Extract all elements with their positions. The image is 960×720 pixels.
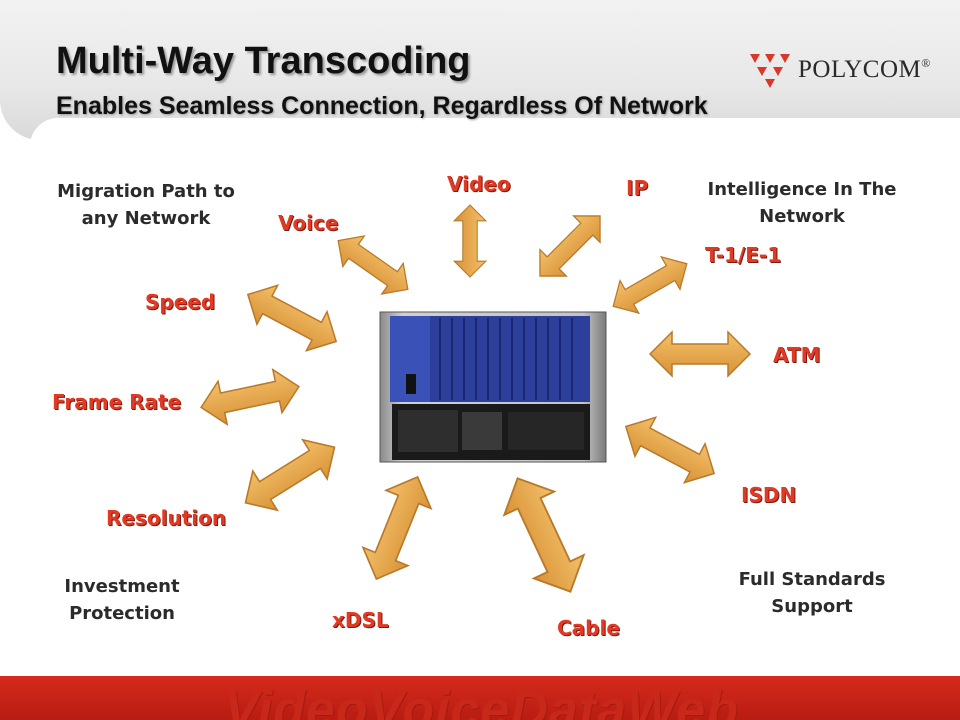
arrow-cable	[491, 465, 597, 605]
arrow-resolution	[232, 426, 348, 524]
footer-bar: VideoVoiceDataWeb	[0, 676, 960, 720]
header-bar	[0, 0, 960, 140]
polycom-wordmark: POLYCOM	[798, 56, 922, 83]
polycom-logo-mark	[750, 54, 790, 88]
benefit-investment-line-2: Protection	[69, 603, 175, 624]
label-cable: Cable	[557, 616, 620, 640]
benefit-standards-line-1: Full Standards	[738, 569, 886, 590]
label-isdn: ISDN	[741, 483, 797, 507]
benefit-intelligence-line-2: Network	[759, 206, 845, 227]
label-frame-rate: Frame Rate	[52, 390, 182, 414]
header-curve	[30, 118, 960, 146]
benefit-standards-line-2: Support	[771, 596, 853, 617]
benefit-full-standards: Full Standards Support	[722, 566, 902, 620]
arrow-speed	[236, 274, 348, 362]
label-voice: Voice	[278, 211, 339, 235]
benefit-intelligence-line-1: Intelligence In The	[707, 179, 897, 200]
label-xdsl: xDSL	[332, 608, 389, 632]
polycom-logo-text: POLYCOM®	[798, 56, 931, 84]
benefit-investment-line-1: Investment	[64, 576, 180, 597]
slide-subtitle: Enables Seamless Connection, Regardless …	[56, 92, 708, 120]
mcu-rack-image	[379, 311, 607, 463]
benefit-migration-line-2: any Network	[81, 208, 211, 229]
label-ip: IP	[626, 176, 649, 200]
benefit-migration-line-1: Migration Path to	[57, 181, 235, 202]
arrow-video	[453, 204, 487, 278]
label-resolution: Resolution	[106, 506, 227, 530]
slide-title: Multi-Way Transcoding	[56, 40, 471, 82]
benefit-investment-protection: Investment Protection	[52, 573, 192, 627]
benefit-intelligence: Intelligence In The Network	[690, 176, 914, 230]
benefit-migration-path: Migration Path to any Network	[46, 178, 246, 232]
footer-watermark: VideoVoiceDataWeb	[224, 681, 739, 720]
label-speed: Speed	[145, 290, 216, 314]
label-video: Video	[447, 172, 511, 196]
arrow-isdn	[614, 406, 726, 494]
arrow-t1e1	[603, 246, 697, 324]
label-atm: ATM	[773, 343, 821, 367]
arrow-xdsl	[353, 467, 441, 589]
label-t1e1: T-1/E-1	[705, 243, 782, 267]
arrow-frame-rate	[195, 364, 305, 430]
arrow-atm	[649, 331, 751, 377]
polycom-logo: POLYCOM®	[746, 48, 942, 92]
registered-mark: ®	[921, 56, 931, 70]
arrow-ip	[526, 202, 614, 290]
arrow-voice	[326, 224, 420, 306]
